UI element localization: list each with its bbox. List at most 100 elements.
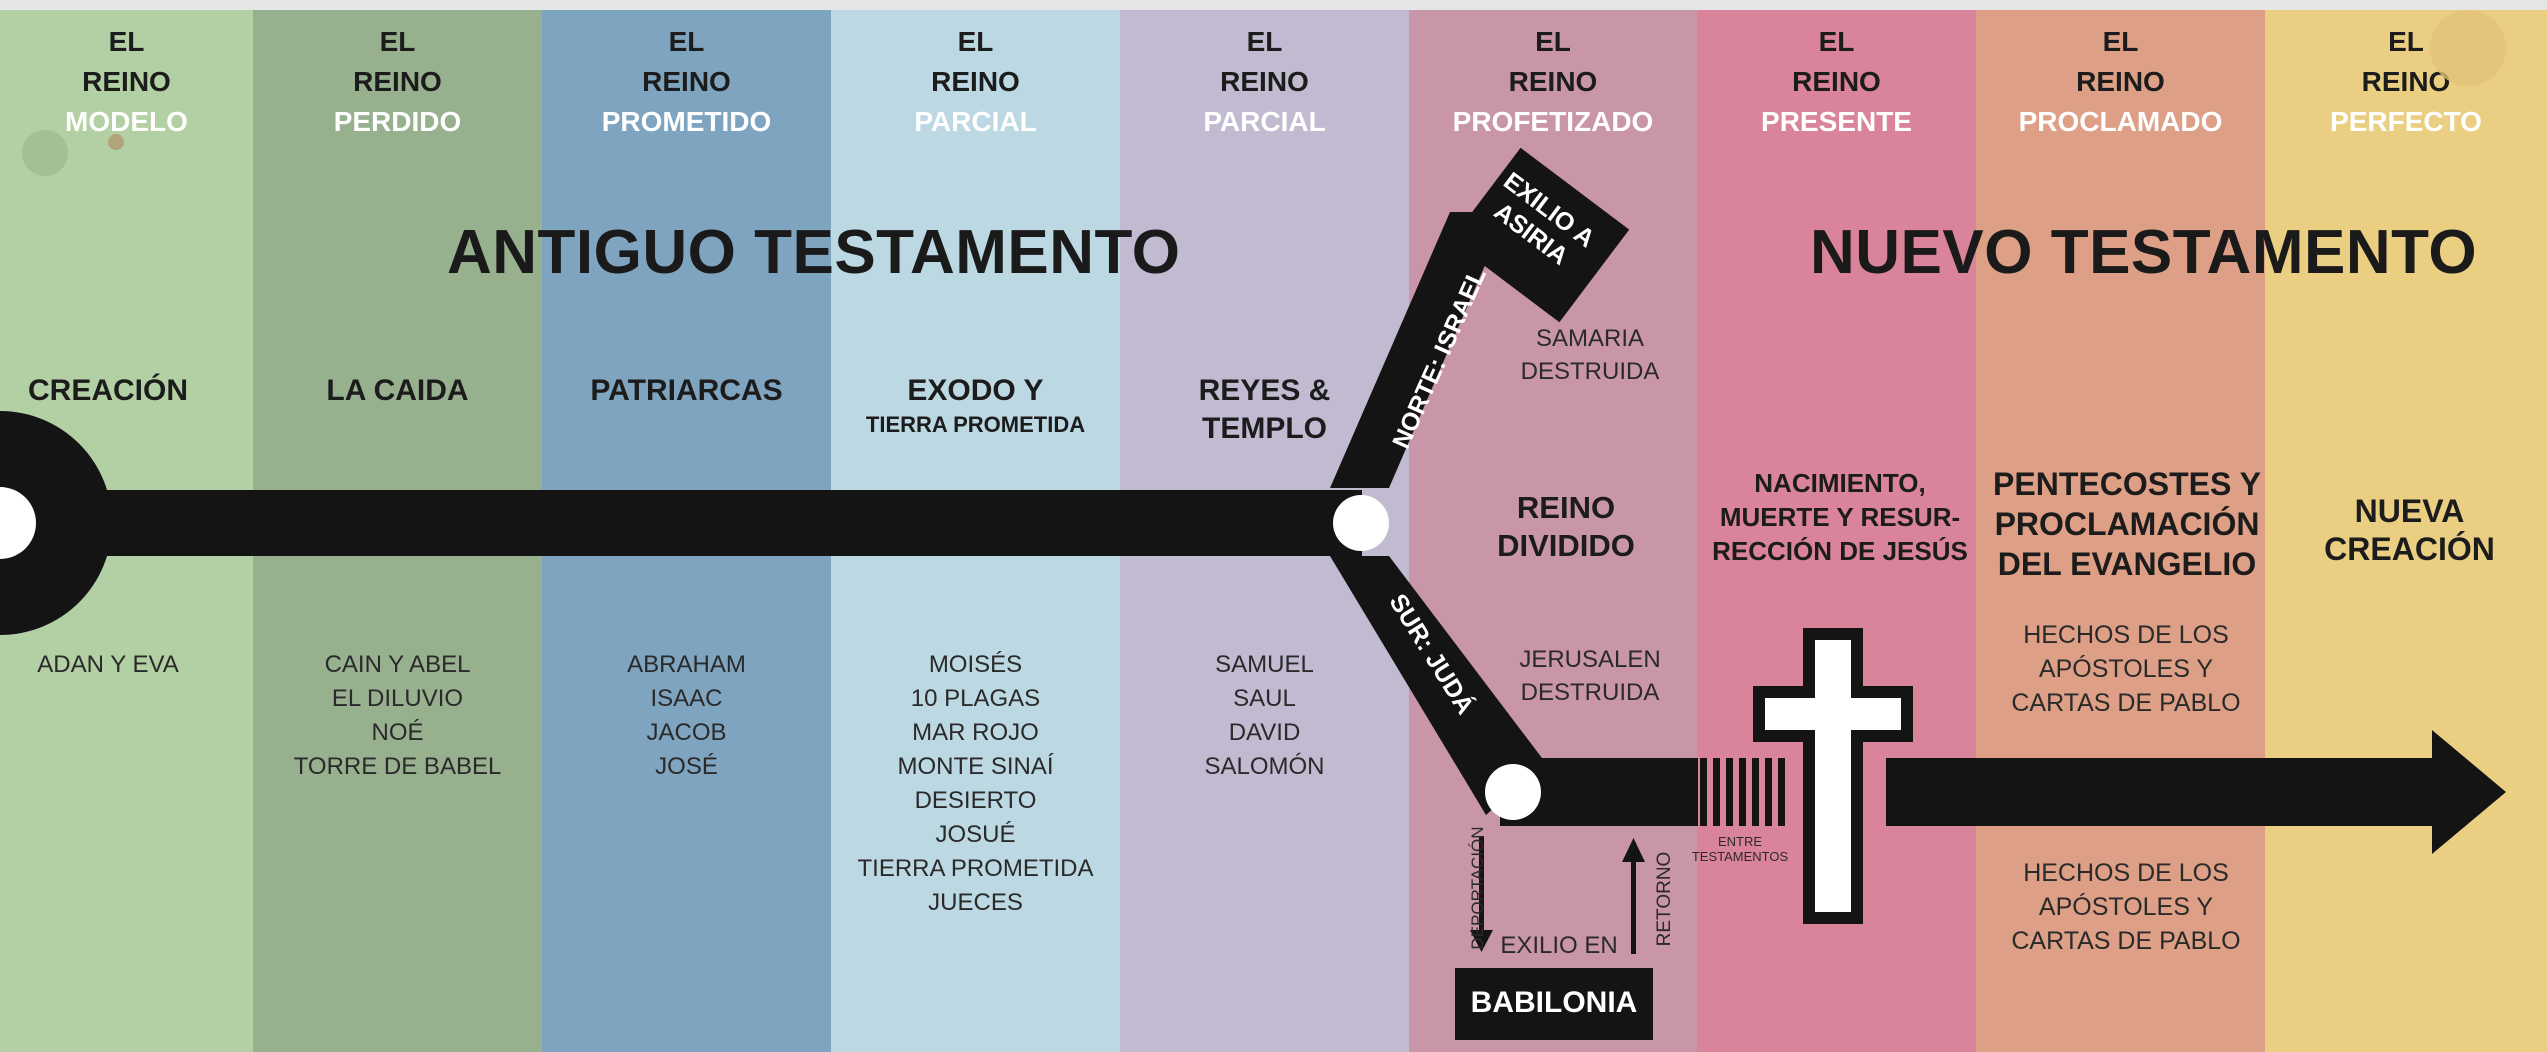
name-item: MONTE SINAÍ [897,753,1054,780]
old-testament-title: ANTIGUO TESTAMENTO [447,218,1181,287]
kingdom-header-prefix: EL [2102,26,2139,57]
name-item: ISAAC [650,685,723,712]
kingdom-header: EL REINO PERFECTO [2265,22,2547,142]
north-branch [1330,212,1508,488]
name-item: EL DILUVIO [331,685,464,712]
kingdom-column: EL REINO PRESENTE [1697,10,1976,1052]
name-item: DESIERTO [914,787,1037,814]
split-circle [1333,495,1389,551]
kingdom-header-name: MODELO [65,106,188,137]
kingdom-header-name: PARCIAL [1203,106,1326,137]
kingdom-header: EL REINO PROFETIZADO [1409,22,1697,142]
kingdom-column: EL REINO PROCLAMADO [1976,10,2265,1052]
kingdom-header-name: PERDIDO [333,106,462,137]
kingdom-header-name: PERFECTO [2330,106,2482,137]
era-creation: CREACIÓN [27,374,188,407]
kingdom-header-prefix: EL [957,26,994,57]
name-item: ADAN Y EVA [37,651,179,678]
decorative-dot [22,130,68,176]
names-exodus: MOISÉS 10 PLAGAS MAR ROJO MONTE SINAÍ DESIER… [831,648,1120,920]
name-item: NOÉ [371,719,424,746]
name-item: MAR ROJO [912,719,1039,746]
kingdom-header-name: PROCLAMADO [2018,106,2223,137]
kingdom-header: EL REINO MODELO [0,22,253,142]
cross-icon [1753,628,1913,924]
kingdom-header: EL REINO PARCIAL [831,22,1120,142]
name-item: JUECES [928,889,1023,916]
kingdom-header: EL REINO PRESENTE [1697,22,1976,142]
south-branch [1330,556,1545,815]
name-item: SALOMÓN [1204,753,1325,780]
kingdom-header-prefix: EL [379,26,416,57]
name-item: ABRAHAM [627,651,746,678]
kingdom-header-prefix: REINO [2076,66,2165,97]
kingdom-header-prefix: REINO [1220,66,1309,97]
kingdom-header-prefix: REINO [1792,66,1881,97]
kingdom-header-prefix: EL [2388,26,2424,57]
top-bar [0,0,2547,10]
names-kings: SAMUEL SAUL DAVID SALOMÓN [1120,648,1409,784]
name-item: SAUL [1233,685,1296,712]
names-creation: ADAN Y EVA [0,648,216,682]
era-exodus-title: EXODO Y [907,374,1044,407]
kingdom-header-name: PROFETIZADO [1452,106,1654,137]
era-kings-line1: REYES & [1198,374,1331,407]
return-label: RETORNO [1654,851,1675,947]
kingdom-header-prefix: EL [1818,26,1855,57]
kingdom-header-prefix: REINO [82,66,171,97]
era-kings-line2: TEMPLO [1202,412,1327,445]
name-item: MOISÉS [928,651,1023,678]
kingdom-header: EL REINO PROMETIDO [542,22,831,142]
name-item: SAMUEL [1215,651,1314,678]
decorative-dot [2430,10,2506,86]
kingdom-header-name: PARCIAL [914,106,1037,137]
new-testament-bar [1886,758,2440,826]
between-testaments-label: ENTRE TESTAMENTOS [1691,834,1789,864]
era-fall: LA CAIDA [326,374,469,407]
kingdom-header-prefix: REINO [353,66,442,97]
era-kings: REYES & TEMPLO [1120,372,1409,448]
era-exodus-subtitle: TIERRA PROMETIDA [865,412,1086,437]
kingdom-header-prefix: REINO [931,66,1020,97]
name-item: JACOB [646,719,727,746]
era-pentecost: PENTECOSTES Y PROCLAMACIÓN DEL EVANGELIO [1993,466,2261,582]
kingdom-header-prefix: EL [1246,26,1283,57]
kingdom-header: EL REINO PERDIDO [253,22,542,142]
main-timeline-bar [0,490,1362,556]
kingdom-header-prefix: EL [668,26,705,57]
kingdom-header-name: PROMETIDO [601,106,772,137]
era-new-creation: NUEVA CREACIÓN [2324,493,2495,567]
era-exodus: EXODO Y TIERRA PROMETIDA [831,372,1120,440]
kingdom-column: EL REINO PERFECTO [2265,10,2547,1052]
acts-top: HECHOS DE LOS APÓSTOLES Y CARTAS DE PABL… [2011,621,2241,717]
exile-in-label: EXILIO EN [1500,932,1618,959]
kingdom-header-prefix: REINO [1508,66,1598,97]
kingdom-header-name: PRESENTE [1761,106,1912,137]
name-item: JOSUÉ [935,821,1016,848]
between-testaments-stripes [1700,758,1785,826]
kingdom-header-prefix: EL [108,26,145,57]
name-item: DAVID [1228,719,1301,746]
kingdom-header: EL REINO PARCIAL [1120,22,1409,142]
samaria-destroyed: SAMARIA DESTRUIDA [1520,325,1660,385]
name-item: TIERRA PROMETIDA [857,855,1094,882]
era-patriarchs: PATRIARCAS [590,374,783,407]
babylon-box [1455,968,1653,1040]
deportation-arrow [1470,836,1493,952]
deportation-label: DEPORTACIÓN [1468,826,1487,950]
new-testament-title: NUEVO TESTAMENTO [1810,218,2478,287]
exile-assyria-box [1450,147,1630,323]
name-item: CAIN Y ABEL [324,651,471,678]
decorative-dot [108,134,124,150]
era-jesus: NACIMIENTO, MUERTE Y RESUR- RECCIÓN DE J… [1712,468,1968,566]
kingdom-header-prefix: REINO [642,66,731,97]
arrow-head [2432,730,2506,854]
kingdom-header: EL REINO PROCLAMADO [1976,22,2265,142]
kingdom-header-prefix: REINO [2361,66,2451,97]
kingdom-header-prefix: EL [1535,26,1571,57]
name-item: 10 PLAGAS [910,685,1041,712]
return-arrow [1622,838,1645,954]
